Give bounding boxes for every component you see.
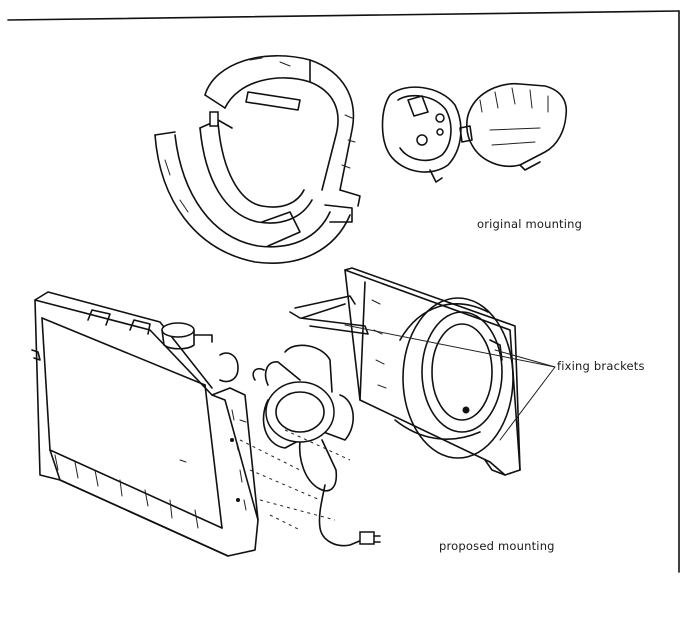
frame-top-rule: [7, 10, 680, 21]
fan-motor-original: [459, 83, 568, 171]
fixing-bracket-leaders: [344, 324, 556, 441]
label-proposed-mounting: proposed mounting: [439, 539, 555, 553]
fan-mounting-plate: [381, 86, 462, 183]
fan-cowl-shroud: [154, 54, 361, 264]
electric-fan: [252, 344, 381, 547]
fan-shroud-new: [289, 267, 521, 476]
radiator: [31, 291, 259, 557]
label-original-mounting: original mounting: [477, 217, 583, 231]
label-fixing-brackets: fixing brackets: [557, 359, 645, 373]
alignment-lines: [239, 429, 351, 531]
